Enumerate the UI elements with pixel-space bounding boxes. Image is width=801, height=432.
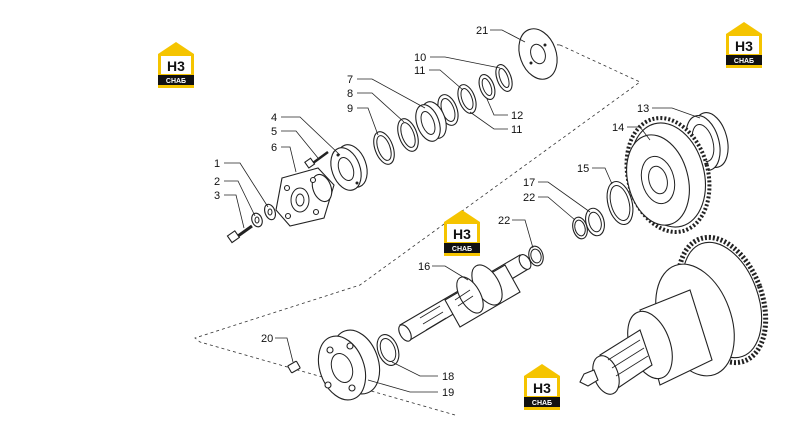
part-10-snap-ring — [495, 64, 513, 92]
callout-20: 20 — [261, 333, 273, 345]
callout-14: 14 — [612, 122, 624, 134]
callout-22-upper: 22 — [523, 192, 535, 204]
logo-brand: CHAБ — [532, 400, 552, 407]
part-20-set-screw — [287, 360, 301, 374]
part-11-ring — [457, 84, 477, 114]
brand-logo-top-left: H3 CHAБ — [158, 42, 194, 88]
logo-brand: CHAБ — [452, 246, 472, 253]
callout-17: 17 — [523, 177, 535, 189]
callout-8: 8 — [347, 88, 353, 100]
logo-mark: H3 — [167, 58, 185, 74]
part-4-bearing-cover — [330, 144, 368, 191]
part-2-washer — [251, 212, 263, 228]
part-21-thrust-washer — [518, 28, 558, 80]
leader-lines — [224, 29, 701, 393]
callout-6: 6 — [271, 142, 277, 154]
part-19-output-flange — [317, 329, 381, 401]
logo-mark: H3 — [735, 38, 753, 54]
logo-mark: H3 — [533, 380, 551, 396]
callout-21: 21 — [476, 25, 488, 37]
callout-19: 19 — [442, 387, 454, 399]
callout-4: 4 — [271, 112, 277, 124]
part-16-splined-shaft — [398, 254, 532, 342]
callout-12: 12 — [511, 110, 523, 122]
callout-13: 13 — [637, 103, 649, 115]
part-15-ring — [606, 180, 634, 226]
part-3-bolt — [226, 224, 253, 244]
callout-3: 3 — [214, 190, 220, 202]
brand-logo-top-right: H3 CHAБ — [726, 22, 762, 68]
callout-15: 15 — [577, 163, 589, 175]
part-22-o-ring-upper — [572, 216, 588, 240]
callout-labels: 1 2 3 4 5 6 7 8 9 10 11 12 11 21 13 14 1… — [214, 25, 649, 399]
part-12-ring — [478, 74, 496, 100]
logo-brand: CHAБ — [734, 58, 754, 65]
callout-10: 10 — [414, 52, 426, 64]
callout-16: 16 — [418, 261, 430, 273]
callout-18: 18 — [442, 371, 454, 383]
assembly-boundary-dashed — [194, 44, 641, 416]
part-18-o-ring — [376, 334, 400, 366]
logo-mark: H3 — [453, 226, 471, 242]
part-7-bearing — [415, 101, 447, 142]
callout-5: 5 — [271, 126, 277, 138]
part-22-o-ring-lower — [528, 245, 544, 267]
part-6-flange-yoke — [275, 167, 335, 227]
part-14-gear — [624, 116, 712, 234]
callout-11-lower: 11 — [511, 124, 522, 136]
brand-logo-center: H3 CHAБ — [444, 210, 480, 256]
part-9-seal-ring — [373, 131, 395, 165]
callout-9: 9 — [347, 103, 353, 115]
callout-22-lower: 22 — [498, 215, 510, 227]
logo-brand: CHAБ — [166, 78, 186, 85]
brand-logo-bottom: H3 CHAБ — [524, 364, 560, 410]
assembled-gear-view — [579, 234, 769, 395]
part-8-ring — [397, 118, 419, 152]
callout-11-upper: 11 — [414, 65, 425, 77]
part-17-snap-ring — [585, 207, 605, 237]
callout-7: 7 — [347, 74, 353, 86]
part-1-washer — [264, 203, 276, 221]
callout-1: 1 — [214, 158, 220, 170]
part-5-bolt — [304, 150, 329, 169]
callout-2: 2 — [214, 176, 220, 188]
